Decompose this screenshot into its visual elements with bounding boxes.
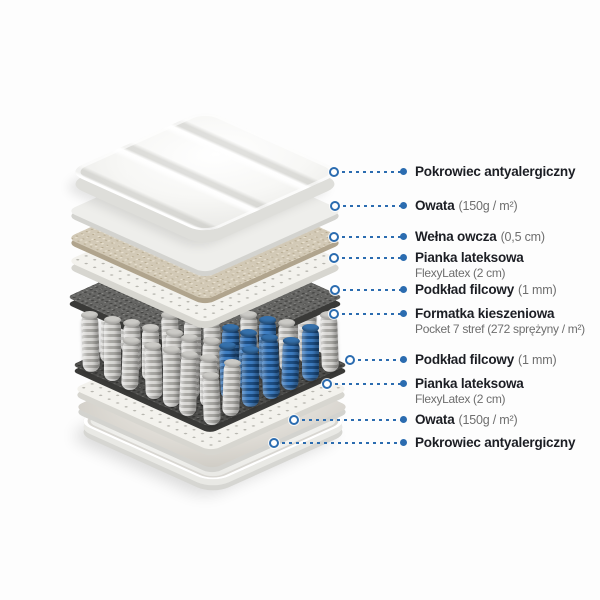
label-owata-top: Owata(150g / m²) (400, 197, 518, 215)
leader-dash (358, 359, 405, 361)
label-bullet (400, 168, 407, 175)
leader-dash (343, 289, 405, 291)
pocket-spring (121, 339, 141, 390)
pocket-spring-blue (242, 346, 260, 408)
label-bullet (400, 380, 407, 387)
leader-anchor-circle (329, 309, 339, 319)
label-podklad-filcowy-top: Podkład filcowy(1 mm) (400, 281, 557, 299)
pocket-spring (221, 362, 241, 417)
leader-line (289, 415, 406, 425)
leader-anchor-circle (329, 232, 339, 242)
leader-anchor-circle (329, 167, 339, 177)
pocket-spring (104, 315, 122, 381)
leader-dash (342, 236, 405, 238)
leader-dash (342, 171, 405, 173)
label-owata-bottom: Owata(150g / m²) (400, 411, 518, 429)
leader-anchor-circle (329, 253, 339, 263)
leader-dash (335, 383, 405, 385)
leader-anchor-circle (322, 379, 332, 389)
leader-line (269, 438, 406, 448)
leader-line (329, 232, 406, 242)
label-bullet (400, 310, 407, 317)
leader-line (345, 355, 406, 365)
pocket-spring (80, 313, 100, 373)
pocket-spring (202, 374, 221, 426)
pocket-spring-blue (301, 323, 319, 381)
leader-line (322, 379, 406, 389)
leader-line (330, 201, 406, 211)
label-bullet (400, 356, 407, 363)
label-bullet (400, 416, 407, 423)
label-pokrowiec-top: Pokrowiec antyalergiczny (400, 163, 575, 180)
leader-dash (302, 419, 405, 421)
label-pokrowiec-bottom: Pokrowiec antyalergiczny (400, 434, 575, 451)
label-bullet (400, 254, 407, 261)
pocket-spring (143, 344, 163, 399)
pocket-spring (179, 354, 199, 417)
leader-dash (282, 442, 405, 444)
pocket-spring-blue (280, 339, 300, 390)
label-podklad-filcowy-bottom: Podkład filcowy(1 mm) (400, 351, 557, 369)
leader-anchor-circle (345, 355, 355, 365)
pocket-spring-blue (261, 336, 281, 399)
leader-line (329, 309, 406, 319)
label-welna-owcza: Wełna owcza(0,5 cm) (400, 228, 545, 246)
leader-line (330, 285, 406, 295)
leader-anchor-circle (269, 438, 279, 448)
pocket-spring (320, 313, 340, 373)
pocket-spring (162, 346, 180, 408)
label-bullet (400, 233, 407, 240)
label-bullet (400, 202, 407, 209)
label-bullet (400, 439, 407, 446)
leader-dash (342, 257, 405, 259)
leader-line (329, 253, 406, 263)
leader-dash (342, 313, 405, 315)
leader-anchor-circle (330, 285, 340, 295)
leader-anchor-circle (330, 201, 340, 211)
leader-line (329, 167, 406, 177)
label-bullet (400, 286, 407, 293)
leader-anchor-circle (289, 415, 299, 425)
leader-dash (343, 205, 405, 207)
